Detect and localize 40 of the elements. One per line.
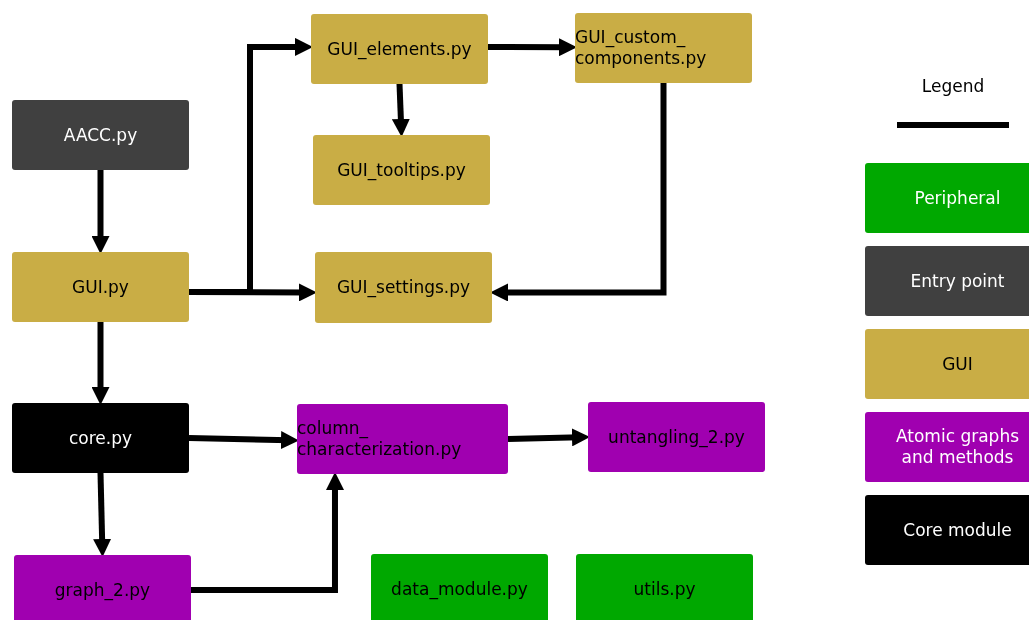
module-name: GUI_custom_ components.py [575, 27, 708, 69]
module-box [12, 403, 189, 473]
module-name: core.py [68, 427, 133, 449]
arrow [188, 431, 299, 450]
module-box [12, 252, 189, 322]
module-box [297, 404, 508, 474]
module-name: data_module.py [391, 578, 528, 600]
arrow [91, 170, 110, 254]
legend-text: Atomic graphs and methods [894, 426, 1021, 468]
arrow [189, 283, 317, 302]
module-name: GUI_tooltips.py [337, 159, 466, 181]
module-name: GUI_elements.py [327, 38, 472, 60]
module-name: column_ characterization.py [297, 418, 463, 460]
arrow [488, 38, 577, 57]
module-name: GUI.py [72, 276, 129, 298]
module-name: GUI_settings.py [336, 277, 471, 298]
module-name: utils.py [633, 578, 696, 600]
legend-text: Peripheral [913, 187, 1002, 209]
arrow [93, 472, 112, 557]
arrow [507, 428, 590, 447]
arrow [391, 83, 410, 137]
legend-title: Legend [920, 76, 986, 96]
legend-text: GUI [941, 353, 974, 375]
module-box [14, 555, 191, 620]
module-box [313, 135, 490, 205]
module-box [12, 100, 189, 170]
module-box [575, 13, 752, 83]
module-box [311, 14, 488, 84]
module-box [315, 252, 492, 323]
legend-text: Entry point [909, 270, 1006, 292]
module-name: graph_2.py [54, 579, 151, 601]
arrow [490, 83, 667, 302]
arrow [91, 322, 110, 405]
module-box [576, 554, 753, 620]
legend-text: Core module [902, 519, 1013, 541]
module-name: untangling_2.py [608, 426, 745, 448]
module-box [371, 554, 548, 620]
module-name: AACC.py [63, 124, 138, 146]
arrow [191, 472, 344, 593]
module-box [588, 402, 765, 472]
